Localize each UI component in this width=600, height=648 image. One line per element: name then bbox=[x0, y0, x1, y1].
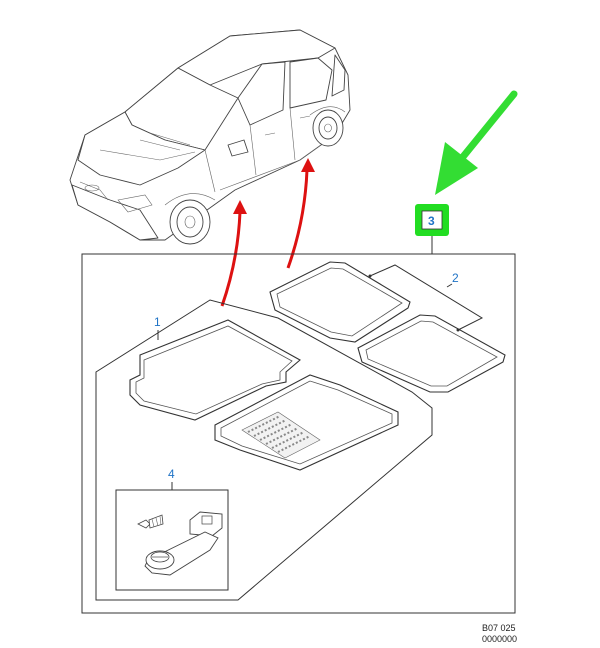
kit-outline bbox=[81, 253, 516, 614]
rear-mat-right bbox=[357, 314, 506, 393]
callout-2: 2 bbox=[452, 271, 459, 285]
callout-2-leader bbox=[369, 264, 484, 331]
vehicle-illustration bbox=[69, 29, 351, 245]
reference-code-line2: 0000000 bbox=[482, 634, 517, 644]
callout-1: 1 bbox=[154, 315, 161, 329]
heel-pad bbox=[241, 411, 321, 459]
reference-code-line1: B07 025 bbox=[482, 623, 516, 633]
front-mats-group-outline bbox=[95, 299, 433, 601]
front-mat-driver bbox=[129, 319, 301, 421]
green-diagonal-arrow-icon bbox=[435, 90, 518, 195]
install-arrow-rear bbox=[286, 158, 315, 269]
fastener-clip bbox=[137, 511, 223, 576]
front-mat-passenger bbox=[214, 374, 399, 471]
callout-3: 3 bbox=[428, 214, 435, 228]
callout-4: 4 bbox=[168, 467, 175, 481]
install-arrow-front bbox=[220, 200, 247, 307]
rear-mat-left bbox=[269, 261, 411, 343]
